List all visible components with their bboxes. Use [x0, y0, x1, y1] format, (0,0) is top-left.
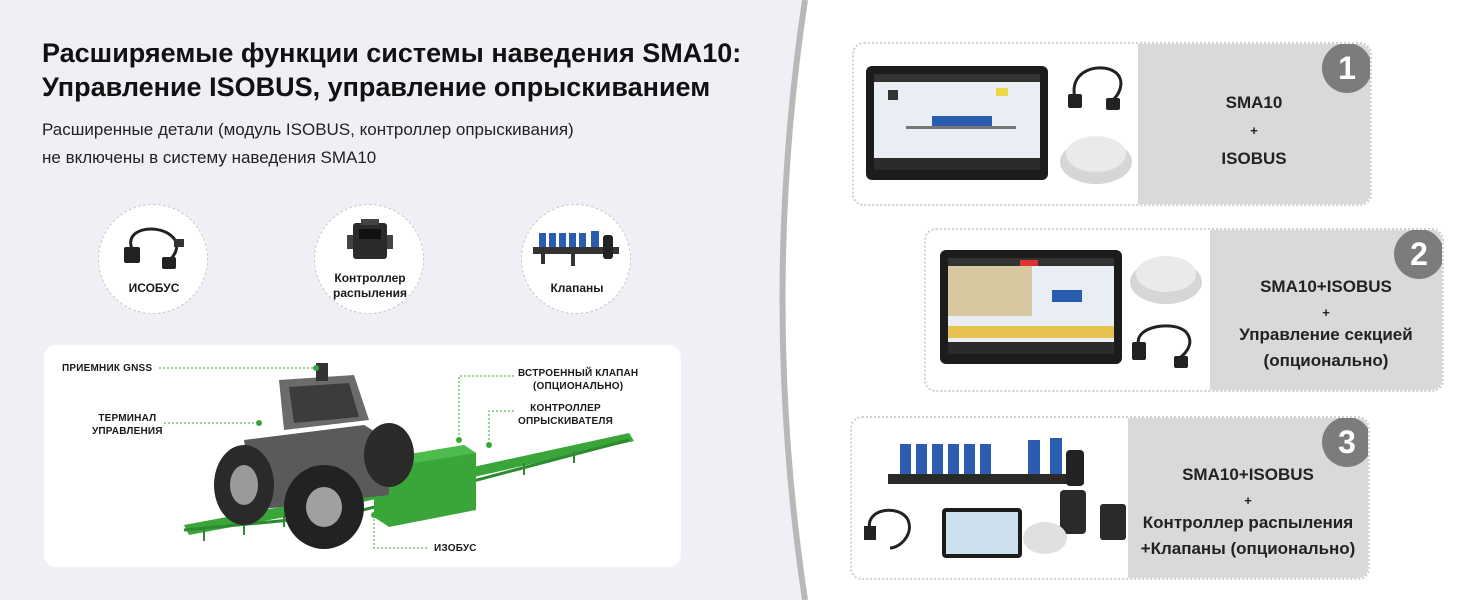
- option-line: Контроллер распыления: [1142, 513, 1354, 532]
- isobus-cable-icon: [1132, 324, 1192, 368]
- option-number-badge: 3: [1322, 418, 1368, 467]
- label-line: УПРАВЛЕНИЯ: [92, 426, 163, 437]
- label-line: ТЕРМИНАЛ: [98, 413, 157, 424]
- label-line: ВСТРОЕННЫЙ КЛАПАН: [518, 368, 639, 379]
- option-line: SMA10: [1225, 93, 1283, 112]
- component-label-1: Контроллер: [334, 271, 406, 285]
- component-isobus: ИСОБУС: [98, 204, 208, 314]
- option-line: ISOBUS: [1221, 149, 1287, 168]
- option-line: +: [1250, 123, 1258, 138]
- option-line: SMA10+ISOBUS: [1182, 465, 1314, 484]
- option-card-3: SMA10+ISOBUS + Контроллер распыления +Кл…: [850, 416, 1370, 580]
- option-number-badge: 1: [1322, 44, 1370, 93]
- label-sprayer-controller: КОНТРОЛЛЕР ОПРЫСКИВАТЕЛЯ: [518, 402, 613, 428]
- label-line: ОПРЫСКИВАТЕЛЯ: [518, 416, 613, 427]
- subtitle-line-2: не включены в систему наведения SMA10: [42, 148, 377, 167]
- label-control-terminal: ТЕРМИНАЛ УПРАВЛЕНИЯ: [92, 412, 163, 438]
- controller-box-icon: [347, 219, 393, 259]
- terminal-tablet-image: [866, 66, 1048, 180]
- terminal-tablet-image: [940, 250, 1122, 364]
- gnss-antenna-icon: [1060, 136, 1132, 184]
- component-valves: Клапаны: [521, 204, 631, 314]
- gnss-antenna-icon: [1130, 256, 1202, 304]
- isobus-cable-icon: [124, 227, 184, 269]
- label-gnss-receiver: ПРИЕМНИК GNSS: [62, 363, 153, 374]
- option-line: +: [1244, 493, 1252, 508]
- valves-and-terminal-image: [864, 438, 1126, 558]
- component-label-2: распыления: [333, 286, 407, 300]
- subtitle-line-1: Расширенные детали (модуль ISOBUS, контр…: [42, 120, 574, 139]
- label-line: КОНТРОЛЛЕР: [530, 403, 601, 414]
- option-line: SMA10+ISOBUS: [1260, 277, 1392, 296]
- page-subtitle: Расширенные детали (модуль ISOBUS, контр…: [42, 116, 574, 172]
- title-line-2: Управление ISOBUS, управление опрыскиван…: [42, 72, 711, 102]
- tractor-diagram-card: ПРИЕМНИК GNSS ТЕРМИНАЛ УПРАВЛЕНИЯ ВСТРОЕ…: [44, 345, 681, 567]
- component-label: Клапаны: [550, 281, 604, 295]
- option-line: +Клапаны (опционально): [1140, 539, 1356, 558]
- label-isobus: ИЗОБУС: [434, 543, 477, 554]
- tractor-sprayer-illustration: [159, 363, 634, 549]
- component-spray-controller: Контроллер распыления: [314, 204, 424, 314]
- page-title: Расширяемые функции системы наведения SM…: [42, 36, 741, 104]
- valves-icon: [533, 231, 619, 266]
- option-line: (опционально): [1263, 351, 1389, 370]
- label-line: (ОПЦИОНАЛЬНО): [533, 381, 624, 392]
- option-number-badge: 2: [1394, 230, 1442, 279]
- isobus-cable-icon: [1068, 66, 1123, 110]
- option-line: +: [1322, 305, 1330, 320]
- option-card-2: SMA10+ISOBUS + Управление секцией (опцио…: [924, 228, 1444, 392]
- title-line-1: Расширяемые функции системы наведения SM…: [42, 38, 742, 68]
- label-integrated-valve: ВСТРОЕННЫЙ КЛАПАН (ОПЦИОНАЛЬНО): [518, 367, 638, 393]
- option-line: Управление секцией: [1239, 325, 1413, 344]
- component-label: ИСОБУС: [128, 281, 180, 295]
- option-card-1: SMA10 + ISOBUS 1: [852, 42, 1372, 206]
